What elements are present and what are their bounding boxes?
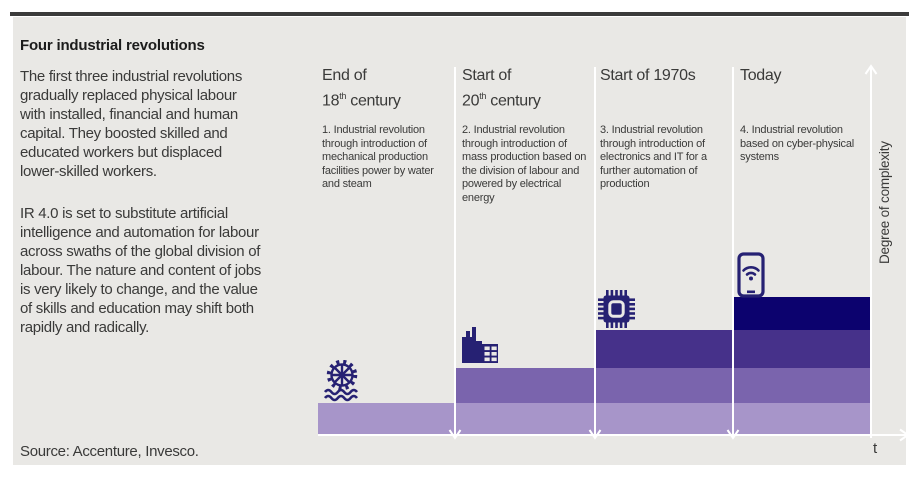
column-header-1-line2: 18th century [322,91,401,110]
separator-down-arrow-2 [588,67,602,440]
y-axis-label: Degree of complexity [877,141,892,265]
intro-paragraph-1: The first three industrial revolutions g… [20,68,243,180]
microchip-icon [596,289,638,334]
column-header-3-line1: Start of 1970s [600,67,696,84]
separator-down-arrow-1 [448,67,462,440]
column-header-2-line1: Start of [462,67,512,84]
column-desc-2: 2. Industrial revolution through introdu… [462,124,587,204]
column-header-4: Today [740,66,875,86]
column-header-4-line1: Today [740,67,782,84]
column-desc-4: 4. Industrial revolution based on cyber-… [740,124,855,163]
infographic-panel: Four industrial revolutions The first th… [13,17,910,465]
page-title: Four industrial revolutions [20,37,205,54]
smart-device-wifi-icon [737,252,765,303]
separator-down-arrow-3 [726,67,740,440]
column-header-1-line1: End of [322,67,367,84]
column-header-3: Start of 1970s [600,66,735,86]
x-axis-label: t [873,440,878,457]
column-header-1: End of 18th century [322,66,457,111]
intro-paragraph-2: IR 4.0 is set to substitute artificial i… [20,205,262,336]
column-header-2-line2: 20th century [462,91,541,110]
step-layer-2 [455,368,871,403]
column-desc-1: 1. Industrial revolution through introdu… [322,124,434,190]
top-rule [10,12,909,16]
factory-icon [459,327,501,368]
y-axis-arrow [864,64,878,438]
x-axis-arrow [318,428,910,442]
column-header-2: Start of 20th century [462,66,597,111]
column-desc-3: 3. Industrial revolution through introdu… [600,124,707,190]
source-note: Source: Accenture, Invesco. [20,443,199,460]
step-layer-4 [733,297,871,330]
water-wheel-icon [323,359,360,407]
